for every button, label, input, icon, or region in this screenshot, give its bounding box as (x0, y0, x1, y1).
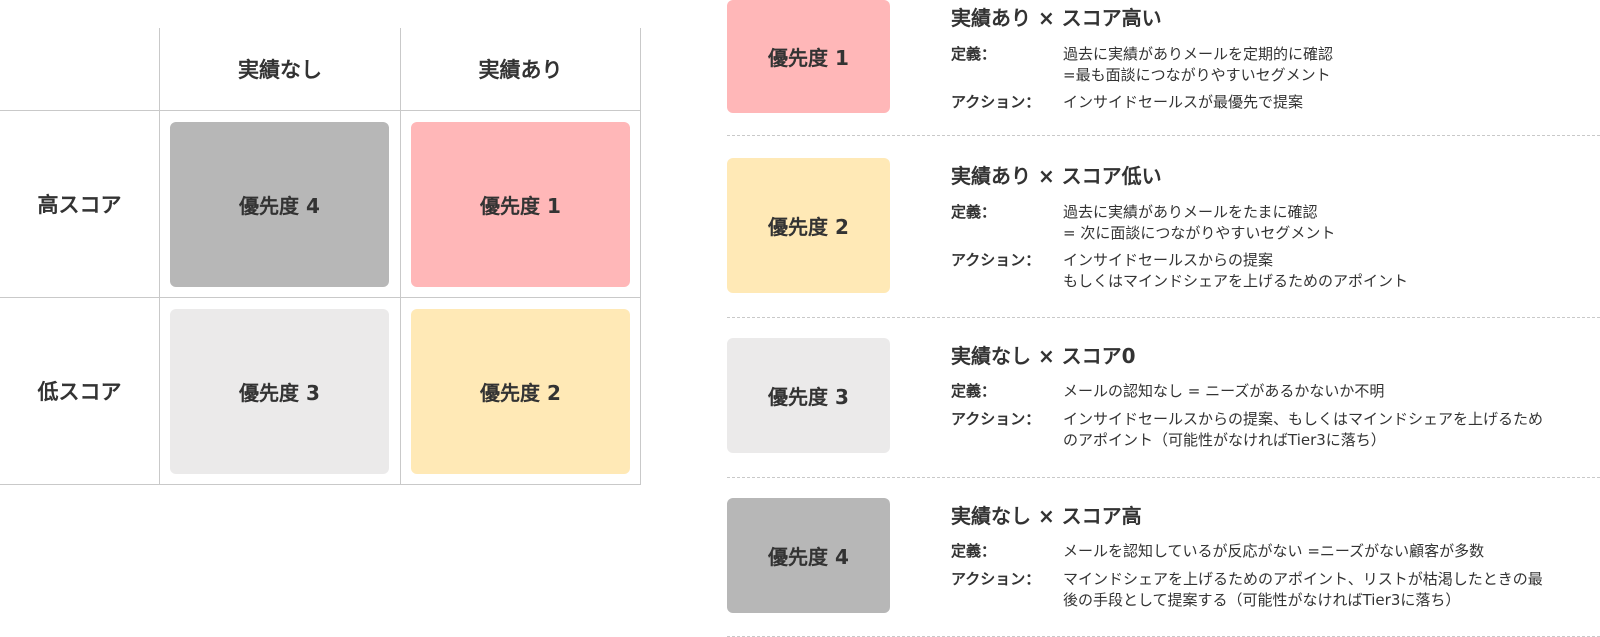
divider (727, 317, 1600, 318)
text-line: 過去に実績がありメールを定期的に確認 (1063, 45, 1334, 63)
matrix-cell-priority-2: 優先度 2 (411, 309, 630, 474)
grid-line (159, 28, 160, 485)
definition-label: 定義： (951, 542, 997, 560)
text-line: =最も面談につながりやすいセグメント (1063, 66, 1331, 84)
priority-item: 優先度 1 実績あり × スコア高い 定義： 過去に実績がありメールを定期的に確… (727, 0, 1600, 135)
divider (727, 477, 1600, 478)
divider (727, 135, 1600, 136)
priority-matrix: 実績なし 実績あり 高スコア 低スコア 優先度 4 優先度 1 優先度 3 優先… (0, 0, 641, 485)
column-header-no-record: 実績なし (238, 58, 322, 82)
text-line: インサイドセールスからの提案、もしくはマインドシェアを上げるため (1063, 410, 1544, 428)
text-line: インサイドセールスが最優先で提案 (1063, 93, 1304, 111)
text-line: 過去に実績がありメールをたまに確認 (1063, 203, 1318, 221)
priority-item: 優先度 4 実績なし × スコア高 定義： メールを認知しているが反応がない =… (727, 498, 1600, 613)
text-line: メールの認知なし = ニーズがあるかないか不明 (1063, 382, 1385, 400)
grid-line (0, 297, 641, 298)
action-label: アクション： (951, 251, 1041, 269)
row-header-high-score: 高スコア (37, 193, 122, 217)
priority-badge: 優先度 4 (727, 498, 890, 613)
grid-line (640, 28, 641, 485)
action-text: マインドシェアを上げるためのアポイント、リストが枯渇したときの最 後の手段として… (1063, 569, 1600, 611)
priority-badge: 優先度 3 (727, 338, 890, 453)
definition-text: 過去に実績がありメールをたまに確認 = 次に面談につながりやすいセグメント (1063, 202, 1600, 244)
text-line: = 次に面談につながりやすいセグメント (1063, 224, 1336, 242)
definition-text: メールの認知なし = ニーズがあるかないか不明 (1063, 381, 1600, 402)
grid-line (400, 28, 401, 485)
definition-text: 過去に実績がありメールを定期的に確認 =最も面談につながりやすいセグメント (1063, 44, 1600, 86)
matrix-cell-priority-3: 優先度 3 (170, 309, 389, 474)
action-label: アクション： (951, 570, 1041, 588)
priority-title: 実績あり × スコア低い (951, 164, 1162, 188)
priority-title: 実績なし × スコア0 (951, 344, 1136, 368)
priority-title: 実績あり × スコア高い (951, 6, 1162, 30)
priority-badge: 優先度 2 (727, 158, 890, 293)
action-text: インサイドセールスが最優先で提案 (1063, 92, 1600, 113)
priority-badge: 優先度 1 (727, 0, 890, 113)
text-line: マインドシェアを上げるためのアポイント、リストが枯渇したときの最 (1063, 570, 1543, 588)
definition-label: 定義： (951, 203, 997, 221)
definition-text: メールを認知しているが反応がない =ニーズがない顧客が多数 (1063, 541, 1600, 562)
text-line: インサイドセールスからの提案 (1063, 251, 1274, 269)
priority-item: 優先度 3 実績なし × スコア0 定義： メールの認知なし = ニーズがあるか… (727, 338, 1600, 453)
action-label: アクション： (951, 410, 1041, 428)
priority-title: 実績なし × スコア高 (951, 504, 1142, 528)
definition-label: 定義： (951, 382, 997, 400)
grid-line (0, 484, 641, 485)
column-header-has-record: 実績あり (478, 58, 563, 82)
text-line: のアポイント（可能性がなければTier3に落ち） (1063, 431, 1386, 449)
text-line: もしくはマインドシェアを上げるためのアポイント (1063, 272, 1409, 290)
priority-item: 優先度 2 実績あり × スコア低い 定義： 過去に実績がありメールをたまに確認… (727, 158, 1600, 293)
action-text: インサイドセールスからの提案、もしくはマインドシェアを上げるため のアポイント（… (1063, 409, 1600, 451)
text-line: 後の手段として提案する（可能性がなければTier3に落ち） (1063, 591, 1461, 609)
action-text: インサイドセールスからの提案 もしくはマインドシェアを上げるためのアポイント (1063, 250, 1600, 292)
grid-line (0, 110, 641, 111)
action-label: アクション： (951, 93, 1041, 111)
definition-label: 定義： (951, 45, 997, 63)
matrix-cell-priority-4: 優先度 4 (170, 122, 389, 287)
row-header-low-score: 低スコア (37, 380, 122, 404)
text-line: メールを認知しているが反応がない =ニーズがない顧客が多数 (1063, 542, 1485, 560)
matrix-cell-priority-1: 優先度 1 (411, 122, 630, 287)
